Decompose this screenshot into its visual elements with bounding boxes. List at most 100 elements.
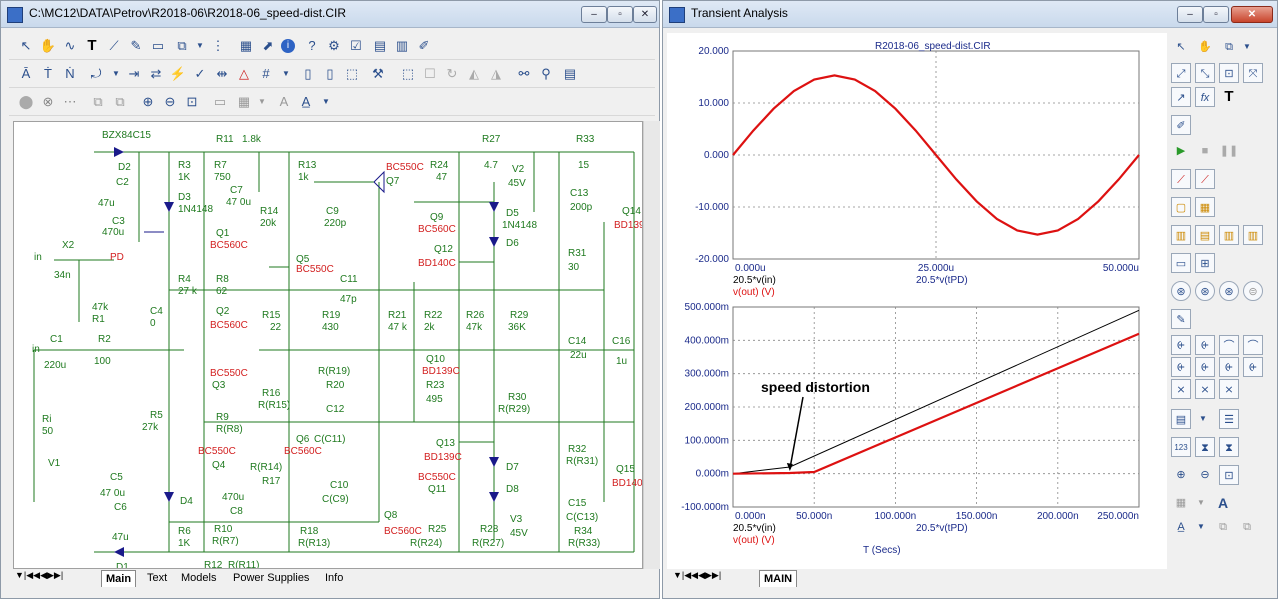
stop-icon[interactable]: ⬤ [18,94,34,109]
tab-info[interactable]: Info [325,572,344,584]
edit-icon[interactable]: ✎ [1171,309,1191,329]
minimize-button[interactable]: – [1177,6,1203,23]
more-icon[interactable]: ⋯ [63,94,77,109]
layout-icon[interactable]: ▦ [1175,497,1187,509]
align-icon[interactable]: ▭ [1171,253,1191,273]
close-button[interactable]: ✕ [1231,6,1273,23]
properties-icon[interactable]: ✐ [1171,115,1191,135]
layout-icon[interactable]: ▦ [237,94,251,109]
font-icon[interactable]: A [279,94,289,109]
numbers-icon[interactable]: 123 [1171,437,1191,457]
refresh-icon[interactable]: ↻ [446,66,458,81]
probe3-icon[interactable]: ⊛ [1219,281,1239,301]
font-icon[interactable]: A [1217,495,1229,511]
select-arrow-icon[interactable]: ↖ [1176,41,1186,53]
axis-icon[interactable]: ⤧ [1243,63,1263,83]
selection-icon[interactable]: ⬚ [401,66,415,81]
scale2-icon[interactable]: ⤡ [1195,63,1215,83]
dropdown-icon[interactable]: ▼ [1197,522,1205,531]
curve9-icon[interactable]: ⨯ [1171,379,1191,399]
curve4-icon[interactable]: ⌒ [1243,335,1263,355]
tab-main-analysis[interactable]: MAIN [759,570,798,587]
format-icon[interactable]: A̲ [1177,521,1185,533]
component-icon[interactable]: ⧉ [1225,41,1233,53]
binoculars-icon[interactable]: ⚯ [518,66,530,81]
show-attr-icon[interactable]: Ā [21,66,31,81]
info-icon[interactable]: i [281,39,295,53]
first-page-button[interactable]: ▼|◀◀◀▶▶| [15,570,64,580]
mirror-icon[interactable]: ⇹ [216,66,228,81]
zoom-fit-icon[interactable]: ⊡ [186,94,198,109]
curve10-icon[interactable]: ⨯ [1195,379,1215,399]
box-icon[interactable]: ☐ [424,66,436,81]
slope-icon[interactable]: ⟋ [1195,169,1215,189]
function-icon[interactable]: fx [1195,87,1215,107]
dropdown-icon[interactable]: ▼ [322,97,330,106]
close-button[interactable]: ✕ [633,6,657,23]
schematic-titlebar[interactable]: C:\MC12\DATA\Petrov\R2018-06\R2018-06_sp… [1,1,659,28]
wire-icon[interactable]: ∿ [64,38,76,53]
probe2-icon[interactable]: ⊛ [1195,281,1215,301]
show-node-icon[interactable]: Ṅ [65,66,75,81]
print-icon[interactable]: ▭ [213,94,227,109]
minimize-button[interactable]: – [581,6,607,23]
page-icon[interactable]: ▯ [304,66,312,81]
transient-titlebar[interactable]: Transient Analysis – ▫ ✕ [663,1,1277,28]
curve11-icon[interactable]: ⨯ [1219,379,1239,399]
spark-icon[interactable]: ⚡ [169,66,187,81]
clipboard-icon[interactable]: ▤ [563,66,577,81]
probe4-icon[interactable]: ⊜ [1243,281,1263,301]
zoom-fit-icon[interactable]: ⊡ [1219,465,1239,485]
copy-icon[interactable]: ⧉ [1219,521,1227,533]
help-icon[interactable]: ? [308,38,316,53]
curve2-icon[interactable]: ⨭ [1195,335,1215,355]
page-nav-buttons[interactable]: ▼|◀◀◀▶▶| [673,570,722,580]
text-icon[interactable]: T [1224,88,1234,105]
dropdown-icon[interactable]: ▼ [112,69,120,78]
restore-button[interactable]: ▫ [1203,6,1229,23]
pause-icon[interactable]: ❚❚ [1219,145,1239,157]
line-tool-icon[interactable]: ⟋ [109,38,119,53]
dropdown-icon[interactable]: ▼ [282,69,290,78]
scale-icon[interactable]: ⤢ [1171,63,1191,83]
check-icon[interactable]: ☑ [350,38,362,53]
copy-icon[interactable]: ⧉ [93,94,103,109]
curve8-icon[interactable]: ⨭ [1243,357,1263,377]
probe1-icon[interactable]: ⊛ [1171,281,1191,301]
dropdown-icon[interactable]: ▼ [196,41,204,50]
tag-icon[interactable]: ▦ [1195,197,1215,217]
grid1-icon[interactable]: ▥ [1171,225,1191,245]
tab-power-supplies[interactable]: Power Supplies [233,572,310,584]
format-icon[interactable]: A̲ [301,94,311,109]
curve6-icon[interactable]: ⨭ [1195,357,1215,377]
rotate-icon[interactable]: ⤾ [90,66,102,81]
text-tool-icon[interactable]: T [87,37,97,54]
properties-icon[interactable]: ✐ [418,38,430,53]
tab-models[interactable]: Models [181,572,217,584]
grid2-icon[interactable]: ▤ [1195,225,1215,245]
tab-main[interactable]: Main [101,570,137,587]
zoom-in-icon[interactable]: ⊕ [1176,469,1186,481]
dropdown-icon[interactable]: ▼ [1197,498,1205,507]
dropdown-icon[interactable]: ▼ [1243,42,1251,51]
dropdown-icon[interactable]: ▼ [1199,414,1207,423]
grid-list-icon[interactable]: ▦ [239,38,253,53]
tree-icon[interactable]: ⋮ [211,38,225,53]
paste-icon[interactable]: ⧉ [115,94,125,109]
settings-icon[interactable]: ⚒ [372,66,384,81]
pan-hand-icon[interactable]: ✋ [1198,41,1212,53]
align2-icon[interactable]: ⊞ [1195,253,1215,273]
page2-icon[interactable]: ▯ [326,66,334,81]
find-icon[interactable]: ⚲ [541,66,551,81]
restore-button[interactable]: ▫ [607,6,633,23]
flip-v-icon[interactable]: ◮ [491,66,501,81]
mark-icon[interactable]: ✓ [194,66,206,81]
cancel-icon[interactable]: ⊗ [42,94,54,109]
schematic-canvas[interactable]: BZX84C15 D2 C2 47u C3 470u R3 1K D3 1N41… [13,121,643,569]
report-icon[interactable]: ▤ [373,38,387,53]
schematic-vertical-scrollbar[interactable] [643,121,660,569]
hourglass2-icon[interactable]: ⧗ [1219,437,1239,457]
list-icon[interactable]: ☰ [1219,409,1239,429]
paste-icon[interactable]: ⧉ [1243,521,1251,533]
